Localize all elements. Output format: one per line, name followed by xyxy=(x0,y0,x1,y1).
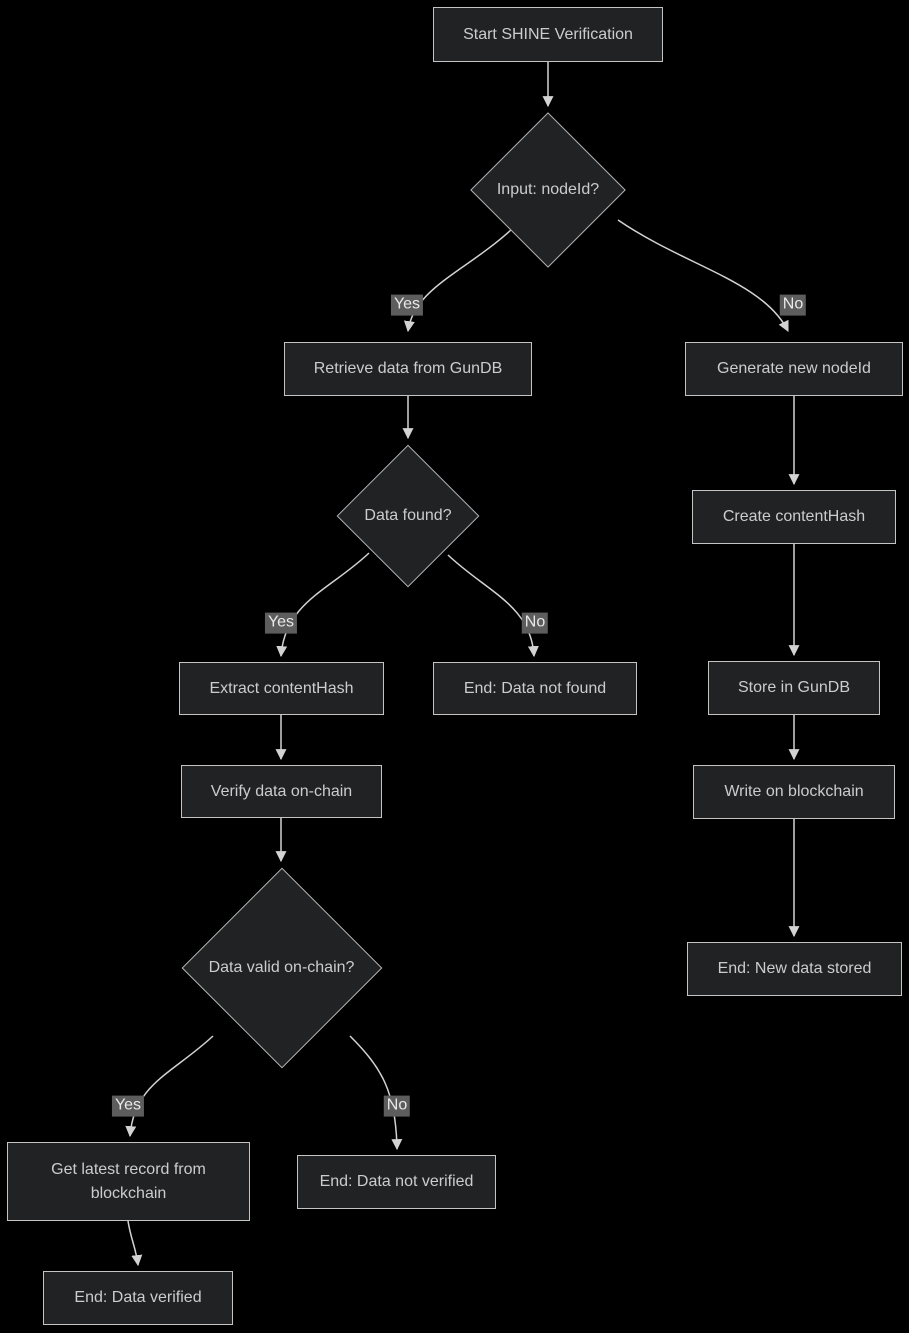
node-write-blockchain-label: Write on blockchain xyxy=(724,783,864,801)
node-end-data-not-found-label: End: Data not found xyxy=(463,679,607,697)
node-end-data-verified: End: Data verified xyxy=(43,1271,233,1325)
edge-input-generate xyxy=(617,219,789,332)
node-end-data-not-found: End: Data not found xyxy=(433,662,637,715)
node-end-data-verified-label: End: Data verified xyxy=(74,1289,202,1307)
node-extract-contenthash-label: Extract contentHash xyxy=(209,679,354,697)
node-data-valid-decision: Data valid on-chain? xyxy=(181,867,382,1068)
node-input-nodeid-label: Input: nodeId? xyxy=(496,181,600,199)
node-input-nodeid-decision: Input: nodeId? xyxy=(470,112,626,268)
edge-label-valid-no: No xyxy=(383,1095,411,1117)
node-write-blockchain: Write on blockchain xyxy=(693,765,895,819)
node-get-latest-record-label: Get latest record from blockchain xyxy=(51,1161,206,1202)
node-retrieve-gundb: Retrieve data from GunDB xyxy=(284,342,532,396)
node-data-found-decision: Data found? xyxy=(336,444,480,587)
node-generate-nodeid-label: Generate new nodeId xyxy=(717,360,871,378)
edge-label-input-yes: Yes xyxy=(390,294,424,316)
node-end-new-data-stored: End: New data stored xyxy=(687,942,902,996)
node-extract-contenthash: Extract contentHash xyxy=(179,662,384,715)
edge-label-found-no: No xyxy=(521,612,549,634)
node-store-gundb: Store in GunDB xyxy=(708,661,880,715)
node-verify-onchain: Verify data on-chain xyxy=(181,765,382,818)
edge-getlatest-verified xyxy=(127,1220,143,1267)
edge-label-input-no: No xyxy=(779,294,807,316)
node-end-new-data-stored-label: End: New data stored xyxy=(717,960,872,978)
node-create-contenthash: Create contentHash xyxy=(692,490,896,544)
node-data-found-label: Data found? xyxy=(364,506,452,524)
node-generate-nodeid: Generate new nodeId xyxy=(685,342,903,396)
node-end-data-not-verified-label: End: Data not verified xyxy=(319,1173,474,1191)
node-start-label: Start SHINE Verification xyxy=(463,25,633,43)
node-verify-onchain-label: Verify data on-chain xyxy=(210,782,353,800)
node-end-data-not-verified: End: Data not verified xyxy=(297,1155,496,1209)
node-get-latest-record: Get latest record from blockchain xyxy=(7,1142,250,1221)
node-start: Start SHINE Verification xyxy=(433,7,663,62)
node-create-contenthash-label: Create contentHash xyxy=(722,508,866,526)
edge-label-valid-yes: Yes xyxy=(111,1095,145,1117)
node-store-gundb-label: Store in GunDB xyxy=(737,679,851,697)
edge-label-found-yes: Yes xyxy=(264,612,298,634)
node-retrieve-gundb-label: Retrieve data from GunDB xyxy=(313,360,503,378)
node-data-valid-label: Data valid on-chain? xyxy=(208,958,355,976)
